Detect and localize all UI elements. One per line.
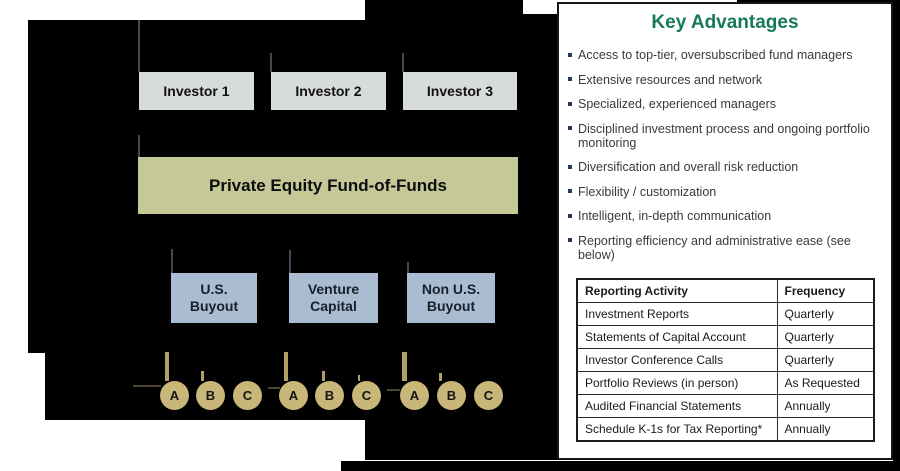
table-header-row: Reporting Activity Frequency <box>576 278 875 303</box>
bullet-square-icon <box>568 213 572 218</box>
subfund-box-venture-capital: Venture Capital <box>289 273 378 323</box>
background-shape <box>28 20 45 353</box>
portfolio-circle: B <box>315 381 344 410</box>
table-row: Portfolio Reviews (in person) As Request… <box>576 371 875 395</box>
background-notch <box>523 0 557 14</box>
connector-line <box>402 53 404 72</box>
portfolio-circle: A <box>400 381 429 410</box>
advantage-text: Specialized, experienced managers <box>578 97 777 111</box>
bullet-square-icon <box>568 126 572 130</box>
table-cell: Investment Reports <box>576 302 778 326</box>
investor-box-1: Investor 1 <box>139 72 254 110</box>
connector-line <box>439 373 442 381</box>
connector-line <box>284 352 288 381</box>
subfund-label-line: Venture <box>307 281 360 297</box>
advantage-text: Extensive resources and network <box>578 72 763 87</box>
subfund-label-line: Buyout <box>426 298 476 314</box>
connector-line <box>138 20 140 72</box>
advantage-item: Disciplined investment process and ongoi… <box>568 122 885 150</box>
table-row: Schedule K-1s for Tax Reporting* Annuall… <box>576 417 875 442</box>
investor-box-3: Investor 3 <box>403 72 517 110</box>
advantage-text: Reporting efficiency and administrative … <box>578 233 851 262</box>
investor-box-2: Investor 2 <box>271 72 386 110</box>
advantage-text: Access to top-tier, oversubscribed fund … <box>578 48 853 62</box>
connector-line <box>289 250 291 273</box>
table-row: Investment Reports Quarterly <box>576 302 875 326</box>
connector-line <box>138 135 140 157</box>
table-cell: Quarterly <box>776 325 875 349</box>
table-cell: Quarterly <box>776 302 875 326</box>
portfolio-circle: B <box>437 381 466 410</box>
connector-line <box>402 352 407 381</box>
table-header-cell: Frequency <box>776 278 875 303</box>
advantages-list: Access to top-tier, oversubscribed fund … <box>568 48 885 272</box>
bullet-square-icon <box>568 52 572 57</box>
advantage-item: Reporting efficiency and administrative … <box>568 234 885 262</box>
subfund-label-line: Capital <box>310 298 357 314</box>
panel-title: Key Advantages <box>651 12 799 33</box>
table-cell: Quarterly <box>776 348 875 372</box>
subfund-label-line: Non U.S. <box>421 281 481 297</box>
table-cell: As Requested <box>776 371 875 395</box>
subfund-box-non-us-buyout: Non U.S. Buyout <box>407 273 495 323</box>
connector-line <box>171 249 173 273</box>
bullet-square-icon <box>568 238 572 242</box>
connector-line <box>358 375 360 381</box>
fund-of-funds-box: Private Equity Fund-of-Funds <box>138 157 518 214</box>
background-shape <box>341 461 900 471</box>
advantage-text: Disciplined investment process and ongoi… <box>578 121 870 150</box>
key-advantages-panel: Key Advantages Access to top-tier, overs… <box>557 2 893 460</box>
table-row: Audited Financial Statements Annually <box>576 394 875 418</box>
connector-line <box>270 53 272 72</box>
table-row: Investor Conference Calls Quarterly <box>576 348 875 372</box>
advantage-item: Intelligent, in-depth communication <box>568 209 885 223</box>
advantage-text: Diversification and overall risk reducti… <box>578 160 799 174</box>
subfund-box-us-buyout: U.S. Buyout <box>171 273 257 323</box>
background-shape <box>893 0 900 471</box>
reporting-table: Reporting Activity Frequency Investment … <box>576 278 875 442</box>
advantage-text: Flexibility / customization <box>578 184 717 199</box>
table-header-cell: Reporting Activity <box>576 278 778 303</box>
table-cell: Portfolio Reviews (in person) <box>576 371 778 395</box>
connector-line <box>322 371 325 381</box>
portfolio-circle: C <box>352 381 381 410</box>
advantage-text: Intelligent, in-depth communication <box>578 209 772 223</box>
table-cell: Annually <box>776 394 875 418</box>
advantage-item: Flexibility / customization <box>568 185 885 199</box>
bullet-square-icon <box>568 189 572 193</box>
bullet-square-icon <box>568 77 572 81</box>
subfund-label-line: U.S. <box>200 281 228 297</box>
table-cell: Schedule K-1s for Tax Reporting* <box>576 417 778 442</box>
bullet-square-icon <box>568 164 572 169</box>
portfolio-circle: A <box>279 381 308 410</box>
connector-line <box>407 262 409 273</box>
portfolio-circle: C <box>474 381 503 410</box>
advantage-item: Specialized, experienced managers <box>568 97 885 111</box>
bullet-square-icon <box>568 101 572 106</box>
advantage-item: Access to top-tier, oversubscribed fund … <box>568 48 885 62</box>
connector-line <box>165 352 169 381</box>
advantage-item: Extensive resources and network <box>568 73 885 87</box>
table-cell: Annually <box>776 417 875 442</box>
table-cell: Investor Conference Calls <box>576 348 778 372</box>
connector-line <box>201 371 204 381</box>
portfolio-circle: A <box>160 381 189 410</box>
subfund-label-line: Buyout <box>189 298 239 314</box>
portfolio-circle: B <box>196 381 225 410</box>
connector-line <box>268 387 280 389</box>
table-cell: Audited Financial Statements <box>576 394 778 418</box>
connector-line <box>133 385 161 387</box>
advantage-item: Diversification and overall risk reducti… <box>568 160 885 174</box>
table-row: Statements of Capital Account Quarterly <box>576 325 875 349</box>
table-cell: Statements of Capital Account <box>576 325 778 349</box>
connector-line <box>387 389 400 391</box>
portfolio-circle: C <box>233 381 262 410</box>
